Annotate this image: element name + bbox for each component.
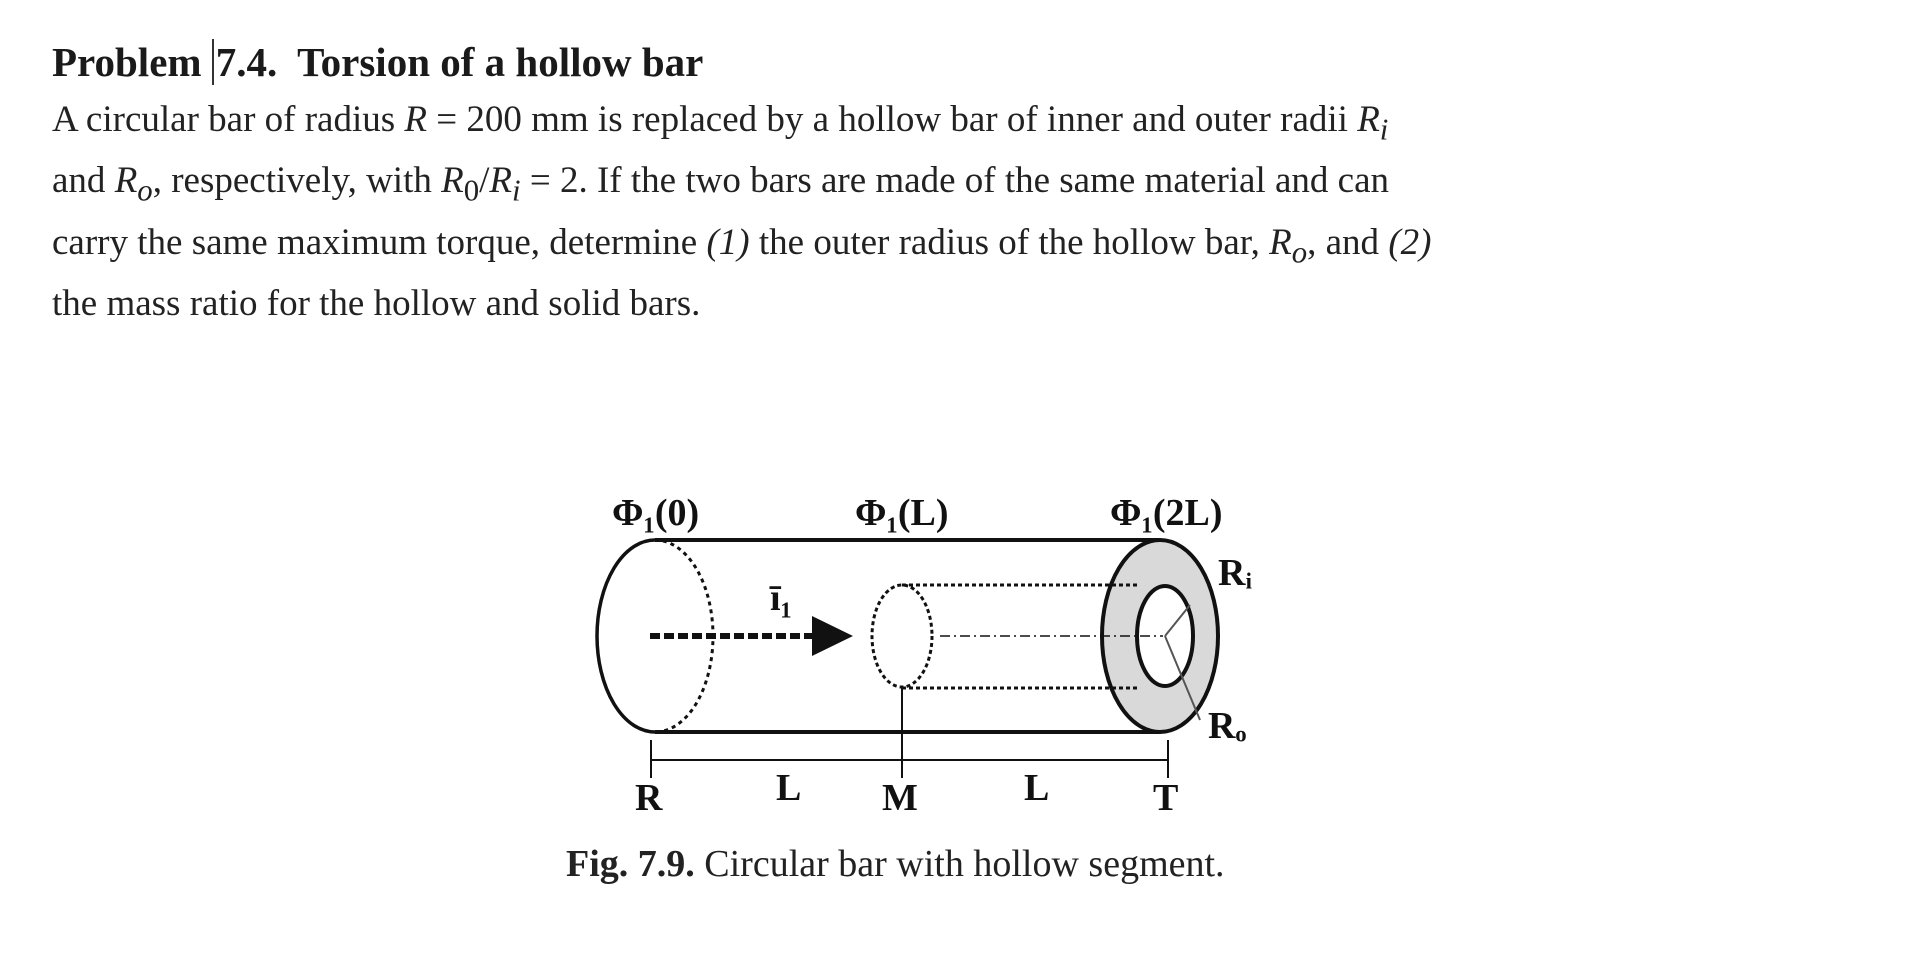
statement-line-2: and Ro, respectively, with R0/Ri = 2. If… [52, 160, 1390, 208]
radius-line-inner [1164, 604, 1191, 637]
label-L-second: L [1024, 767, 1049, 809]
hollow-start-ellipse [870, 583, 934, 689]
caption-text: Circular bar with hollow segment. [694, 843, 1225, 885]
label-T: T [1153, 777, 1178, 819]
label-M: M [882, 777, 918, 819]
problem-number: 7.4. [211, 39, 278, 85]
label-L-first: L [776, 767, 801, 809]
left-end-front-arc [595, 538, 656, 734]
figure-caption: Fig. 7.9. Circular bar with hollow segme… [566, 842, 1225, 886]
label-phi-0: Φ₁(0) [612, 492, 699, 534]
problem-block: Problem 7.4. Torsion of a hollow bar A c… [52, 30, 1652, 329]
problem-label: Problem [52, 39, 202, 85]
radius-line-outer [1164, 635, 1201, 721]
statement-line-4: the mass ratio for the hollow and solid … [52, 283, 701, 325]
label-R: R [635, 777, 663, 819]
problem-title: Torsion of a hollow bar [297, 39, 704, 85]
problem-statement: A circular bar of radius R = 200 mm is r… [52, 94, 1652, 329]
label-Ri: Rᵢ [1218, 552, 1252, 594]
i1-arrow-head [812, 616, 853, 656]
label-Ro: Rₒ [1208, 705, 1246, 747]
label-i1: ī₁ [769, 577, 792, 619]
statement-line-3: carry the same maximum torque, determine… [52, 221, 1432, 270]
label-phi-2L: Φ₁(2L) [1110, 492, 1223, 534]
problem-heading: Problem 7.4. Torsion of a hollow bar [52, 30, 1652, 94]
statement-line-1: A circular bar of radius R = 200 mm is r… [52, 99, 1389, 147]
label-phi-L: Φ₁(L) [855, 492, 949, 534]
caption-label: Fig. 7.9. [566, 843, 695, 885]
